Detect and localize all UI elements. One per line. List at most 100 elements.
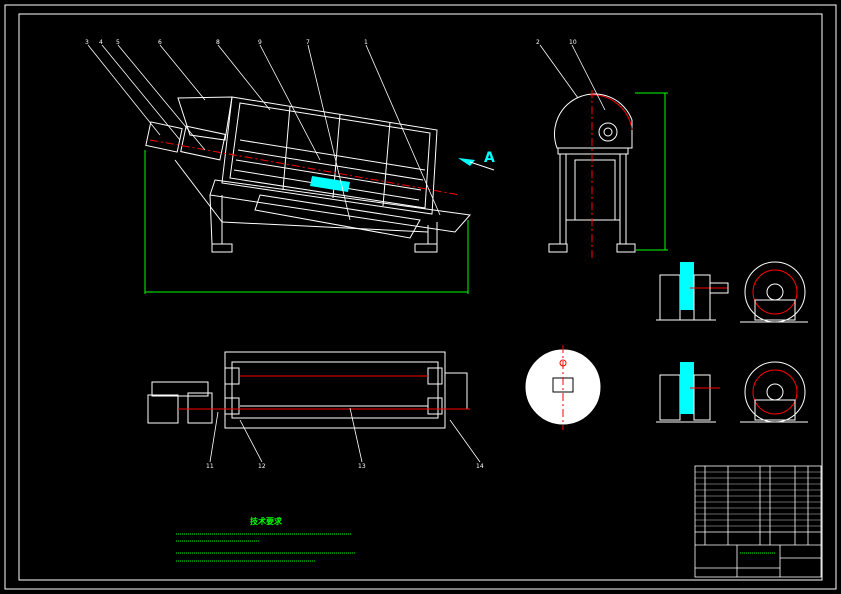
leader-3 — [87, 44, 161, 136]
leader-14 — [449, 419, 481, 463]
drum-inner — [229, 102, 431, 209]
tech-requirements-notes — [176, 533, 355, 562]
side-foot-left — [548, 243, 568, 253]
plan-discharge — [444, 372, 468, 410]
callout-7: 7 — [306, 39, 310, 46]
leader-4 — [101, 44, 181, 141]
bearing-block-2 — [680, 362, 694, 414]
side-foot-right — [616, 243, 636, 253]
callout-6: 6 — [158, 39, 162, 46]
section-hole — [559, 359, 567, 367]
plan-frame-outer — [224, 351, 446, 429]
discharge-chute — [209, 179, 471, 233]
drum-body — [221, 96, 438, 215]
plan-leaders — [209, 407, 481, 463]
front-brace — [174, 159, 223, 223]
drum-end-arc — [553, 93, 633, 149]
leader-5 — [117, 44, 206, 151]
view-arrow-a — [458, 158, 475, 166]
drive-pulley — [598, 122, 618, 142]
drum-centerline — [149, 139, 461, 196]
leader-13 — [349, 407, 363, 463]
bearing-seat-2 — [659, 374, 681, 421]
plan-view — [147, 351, 468, 429]
side-leaders — [539, 44, 606, 111]
bearing-housing-1 — [693, 274, 711, 321]
title-block-frame — [694, 465, 822, 578]
leader-10 — [571, 44, 606, 111]
callout-14: 14 — [476, 463, 484, 470]
drum-arc-red — [589, 94, 633, 131]
detail-2-bearing-side — [656, 362, 720, 423]
callout-5: 5 — [116, 39, 120, 46]
screen-slat-2 — [237, 149, 424, 181]
drive-shaft — [603, 127, 613, 137]
roller-hub-1 — [766, 283, 784, 301]
screen-slat-1 — [239, 139, 426, 171]
base-beam — [221, 221, 429, 233]
roller-mid-2 — [752, 369, 798, 415]
side-hopper — [574, 159, 616, 221]
under-pan — [254, 194, 421, 239]
plan-bearing-br — [427, 397, 443, 415]
tech-requirements-title: 技术要求 — [250, 516, 283, 526]
roller-base-1 — [754, 299, 796, 321]
leader-1 — [365, 44, 441, 216]
screen-slat-3 — [235, 159, 422, 191]
roller-outer-2 — [744, 361, 806, 423]
leader-2 — [539, 44, 579, 99]
callout-10: 10 — [569, 39, 577, 46]
leader-8 — [217, 44, 271, 111]
callout-1: 1 — [364, 39, 368, 46]
bom-rows — [695, 471, 821, 527]
title-block — [694, 465, 822, 578]
inner-frame — [18, 13, 823, 581]
front-foot — [211, 243, 233, 253]
plan-motor — [147, 394, 179, 424]
plan-bearing-tl — [224, 367, 240, 385]
plan-bearing-bl — [224, 397, 240, 415]
drive-motor — [145, 121, 183, 153]
front-callouts: 3 4 5 6 8 9 7 1 — [85, 39, 368, 46]
shaft-end-1 — [709, 282, 729, 294]
section-view — [525, 345, 601, 430]
side-dimensions — [635, 92, 668, 251]
leader-7 — [307, 44, 351, 221]
rear-foot — [414, 243, 438, 253]
leader-11 — [209, 411, 219, 463]
callout-2: 2 — [536, 39, 540, 46]
plan-bearing-tr — [427, 367, 443, 385]
view-label-a: A — [484, 150, 495, 166]
plan-reducer — [187, 392, 213, 424]
detail-1-bearing-side — [656, 262, 729, 321]
plan-motor-base — [151, 381, 209, 397]
roller-outer-1 — [744, 261, 806, 323]
bearing-block-1 — [680, 262, 694, 310]
side-top-beam — [557, 147, 629, 155]
bearing-seat-1 — [659, 274, 681, 321]
callout-11: 11 — [206, 463, 214, 470]
detail-2-bearing-front — [740, 361, 808, 423]
leader-9 — [259, 44, 321, 161]
detail-1-bearing-front — [740, 261, 808, 323]
screen-highlight — [310, 176, 350, 192]
front-leg-inner — [209, 194, 213, 245]
view-arrow-shaft — [469, 161, 495, 171]
bearing-housing-2 — [693, 374, 711, 421]
roller-mid-1 — [752, 269, 798, 315]
leader-12 — [239, 419, 263, 463]
front-leaders — [87, 44, 441, 221]
roller-base-2 — [754, 399, 796, 421]
front-elevation-view — [145, 96, 471, 253]
feed-hopper — [177, 96, 233, 141]
callout-8: 8 — [216, 39, 220, 46]
plan-callouts: 11 12 13 14 — [206, 463, 484, 470]
callout-9: 9 — [258, 39, 262, 46]
plan-frame-inner — [231, 361, 439, 419]
roller-hub-2 — [766, 383, 784, 401]
callout-3: 3 — [85, 39, 89, 46]
front-dimensions — [144, 150, 469, 294]
callout-13: 13 — [358, 463, 366, 470]
outer-border — [4, 4, 837, 590]
